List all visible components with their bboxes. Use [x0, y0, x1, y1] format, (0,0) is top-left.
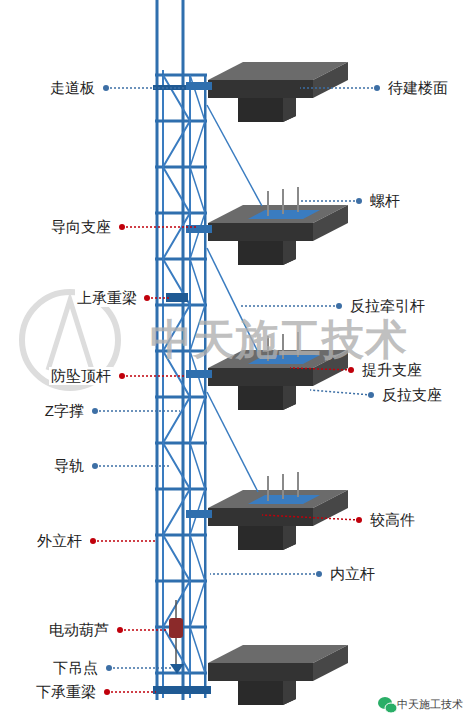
- part-label: 走道板: [48, 79, 97, 97]
- part-label: 反拉支座: [380, 386, 444, 404]
- part-label: 较高件: [368, 511, 417, 529]
- support-plate: [248, 187, 320, 219]
- wechat-icon: [378, 697, 397, 713]
- part-label: 螺杆: [368, 192, 402, 210]
- floor-slab: [208, 645, 348, 705]
- part-label: 反拉牵引杆: [348, 297, 427, 315]
- part-label: Z字撑: [43, 402, 86, 420]
- electric-hoist: [169, 600, 183, 664]
- support-plate: [248, 472, 320, 504]
- leader-dot: [90, 85, 380, 695]
- part-label: 导轨: [52, 457, 86, 475]
- part-label: 内立杆: [328, 565, 377, 583]
- part-label: 上承重梁: [75, 289, 139, 307]
- part-label: 提升支座: [360, 361, 424, 379]
- floor-slab: [208, 62, 348, 122]
- part-label: 待建楼面: [386, 79, 450, 97]
- part-label: 下吊点: [51, 659, 100, 677]
- watermark: 中天施工技术: [397, 698, 463, 711]
- tie-rod: [207, 105, 262, 492]
- watermark: 中天施工技术: [150, 315, 408, 365]
- part-label: 防坠顶杆: [49, 367, 113, 385]
- part-label: 电动葫芦: [47, 621, 111, 639]
- part-label: 导向支座: [49, 218, 113, 236]
- part-label: 下承重梁: [34, 683, 98, 701]
- watermark-logo: [48, 300, 92, 370]
- part-label: 外立杆: [35, 532, 84, 550]
- leader-line: [93, 88, 377, 692]
